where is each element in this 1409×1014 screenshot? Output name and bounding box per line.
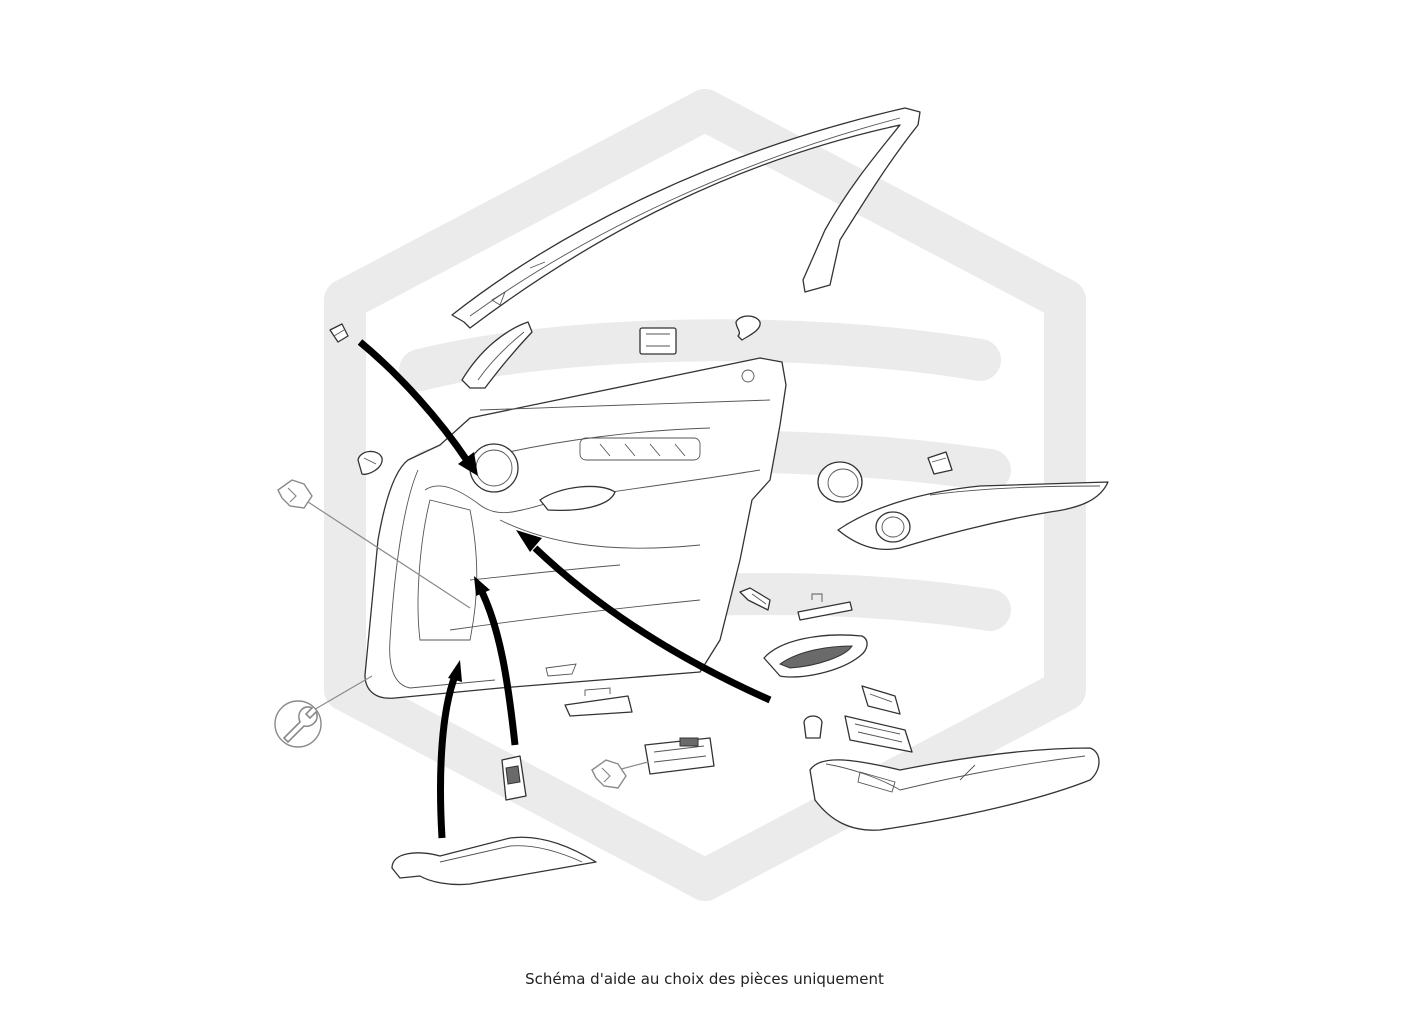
corner-trim (461, 321, 533, 389)
speaker-cover (817, 461, 863, 503)
screw (739, 587, 771, 611)
mounting-clips (329, 315, 823, 739)
door-panel (364, 357, 787, 699)
switch-brackets (844, 685, 913, 753)
diagram-caption: Schéma d'aide au choix des pièces unique… (525, 970, 884, 988)
upper-trim-strip (837, 481, 1109, 551)
armrest (809, 747, 1100, 831)
door-handle (763, 634, 868, 678)
window-switch (501, 755, 527, 801)
clip-top-right (735, 315, 761, 341)
clip-top-middle (639, 327, 677, 355)
trim-clip (927, 451, 953, 475)
clip-lower (803, 715, 823, 739)
lower-trim-strip (391, 836, 597, 886)
clip-top-left (329, 323, 349, 343)
wrench-icon (274, 700, 322, 748)
handle-bezel (797, 593, 853, 621)
clip-icon (277, 479, 313, 509)
assembly-arrows (357, 339, 772, 839)
switch-module (644, 737, 715, 775)
clip-icon (591, 759, 627, 789)
courtesy-lamp (564, 687, 633, 717)
clip-left (357, 450, 383, 475)
window-frame-trim (451, 107, 921, 329)
